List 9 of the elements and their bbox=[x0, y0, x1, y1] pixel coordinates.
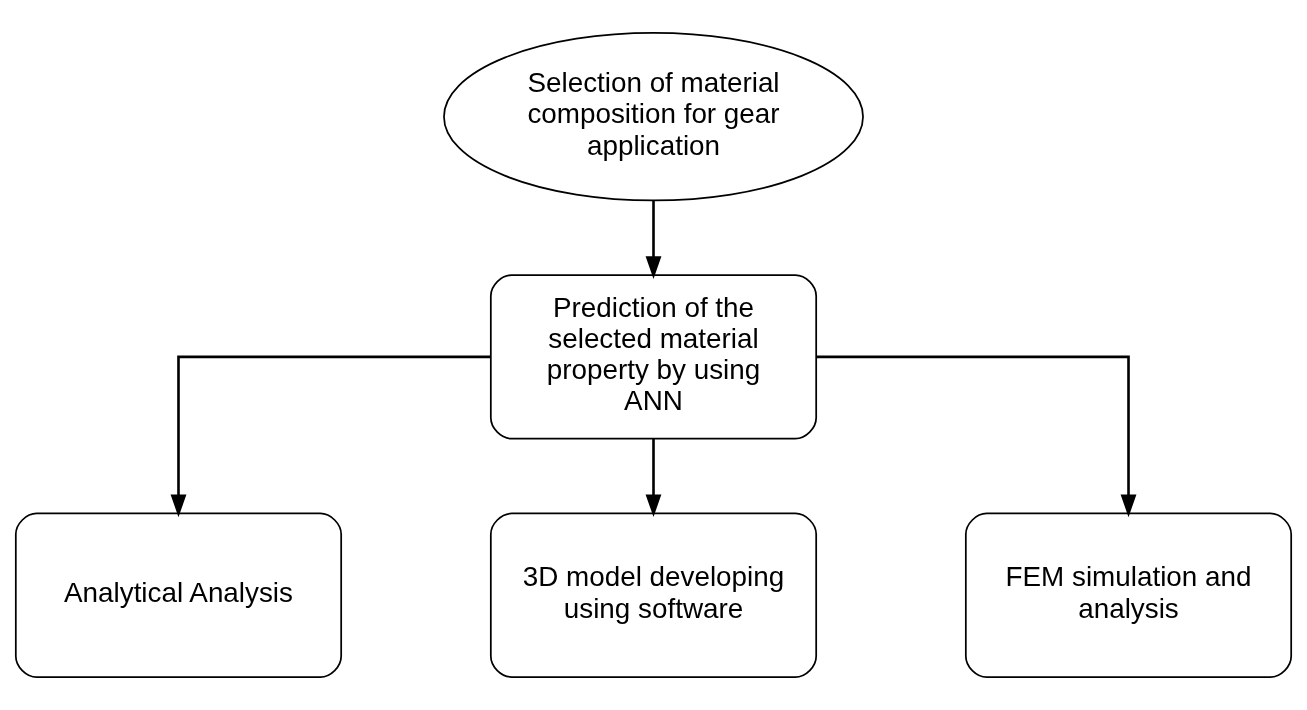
node-box: 3D model developing using software bbox=[489, 512, 818, 678]
arrow bbox=[816, 355, 1137, 518]
node-box: FEM simulation and analysis bbox=[964, 512, 1293, 678]
node-box: Prediction of the selected material property by using ANN bbox=[489, 274, 818, 440]
arrow bbox=[645, 200, 662, 279]
node-box: Analytical Analysis bbox=[14, 512, 343, 678]
arrow bbox=[170, 355, 491, 518]
node-ellipse: Selection of material composition for gear application bbox=[443, 31, 864, 202]
arrow bbox=[645, 438, 662, 518]
